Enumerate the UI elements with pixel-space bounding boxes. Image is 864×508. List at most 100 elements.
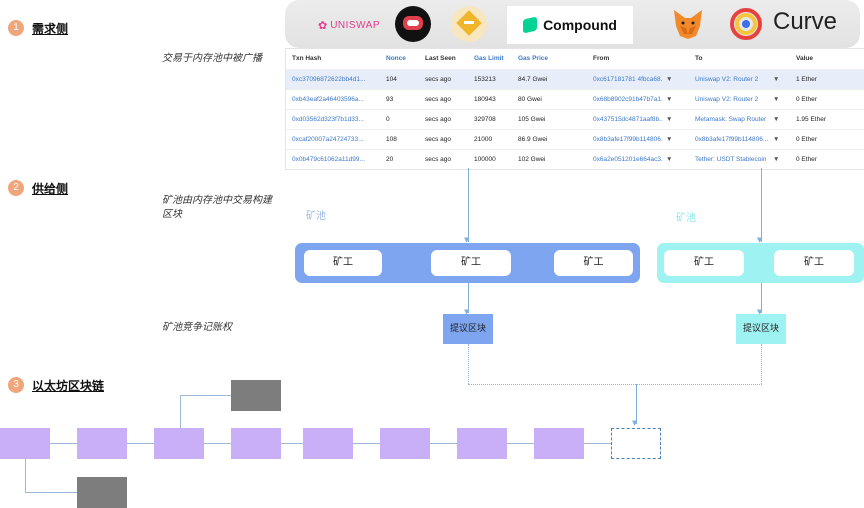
col-header-from: From — [593, 55, 610, 62]
nonce-cell: 104 — [386, 76, 397, 83]
value-cell: 1 Ether — [796, 76, 817, 83]
miner-node: 矿工 — [664, 250, 744, 276]
step-number-1: 1 — [8, 20, 24, 36]
connector-line — [761, 168, 762, 242]
chain-link — [50, 443, 78, 444]
from-address-link[interactable]: 0x8b3afe17f99b114806... — [593, 136, 663, 143]
chain-link — [127, 443, 154, 444]
to-address-link[interactable]: Uniswap V2: Router 2 — [695, 96, 759, 103]
uniswap-logo: ✿ UNISWAP — [309, 14, 389, 36]
from-address-link[interactable]: 0x437515dc4871aaf8b... — [593, 116, 663, 123]
col-header-nonce[interactable]: Nonce — [386, 55, 406, 62]
next-block-placeholder — [611, 428, 661, 459]
from-address-link[interactable]: 0xc617181781 4fbca68... — [593, 76, 663, 83]
filter-icon[interactable]: ▼ — [773, 116, 780, 123]
proposed-block: 提议区块 — [736, 314, 786, 344]
filter-icon[interactable]: ▼ — [773, 76, 780, 83]
mining-pool-1: 矿工 矿工 矿工 — [295, 243, 640, 283]
connector-line — [468, 283, 469, 313]
gas-price-cell: 105 Gwei — [518, 116, 546, 123]
sushi-logo-icon — [395, 6, 431, 42]
connector-line — [761, 283, 762, 313]
txn-hash-link[interactable]: 0xd03562d323f7b1d33... — [292, 116, 364, 123]
maker-logo-icon — [451, 6, 487, 42]
filter-icon[interactable]: ▼ — [666, 76, 673, 83]
chain-link — [25, 492, 77, 493]
chain-link — [180, 395, 231, 396]
chain-block — [534, 428, 584, 459]
filter-icon[interactable]: ▼ — [773, 156, 780, 163]
table-row[interactable]: 0xd03562d323f7b1d33... 0 secs ago 329708… — [286, 109, 864, 129]
txn-hash-link[interactable]: 0xb43eaf2a46403596a... — [292, 96, 364, 103]
metamask-fox-icon — [670, 6, 706, 42]
arrow-down-icon: ▼ — [464, 236, 470, 244]
table-row[interactable]: 0xcaf20007a24724733... 108 secs ago 2100… — [286, 129, 864, 149]
step-number-3: 3 — [8, 377, 24, 393]
chain-block — [303, 428, 353, 459]
gas-limit-cell: 180943 — [474, 96, 496, 103]
filter-icon[interactable]: ▼ — [666, 116, 673, 123]
connector-line — [468, 168, 469, 242]
txn-hash-link[interactable]: 0x0b479c61062a11d99... — [292, 156, 365, 163]
col-header-gas-limit[interactable]: Gas Limit — [474, 55, 504, 62]
nonce-cell: 108 — [386, 136, 397, 143]
gas-price-cell: 102 Gwei — [518, 156, 546, 163]
to-address-link[interactable]: Metamask: Swap Router — [695, 116, 767, 123]
value-cell: 0 Ether — [796, 156, 817, 163]
filter-icon[interactable]: ▼ — [666, 156, 673, 163]
dotted-connector — [468, 384, 762, 385]
col-header-to: To — [695, 55, 703, 62]
chain-block — [231, 428, 281, 459]
miner-node: 矿工 — [554, 250, 633, 276]
chain-block — [0, 428, 50, 459]
last-seen-cell: secs ago — [425, 136, 452, 143]
note-compete-for-block: 矿池竞争记账权 — [162, 322, 232, 333]
value-cell: 0 Ether — [796, 96, 817, 103]
last-seen-cell: secs ago — [425, 76, 452, 83]
curve-rainbow-icon — [730, 8, 762, 40]
chain-link — [25, 459, 26, 492]
chain-link — [353, 443, 380, 444]
mempool-tx-table: Txn Hash Nonce Last Seen Gas Limit Gas P… — [285, 48, 864, 170]
pool-label: 矿池 — [676, 213, 696, 224]
to-address-link[interactable]: Uniswap V2: Router 2 — [695, 76, 759, 83]
section-title-demand: 需求侧 — [32, 22, 69, 36]
proposed-block: 提议区块 — [443, 314, 493, 344]
chain-link — [584, 443, 611, 444]
chain-link — [507, 443, 534, 444]
dotted-connector — [468, 344, 469, 384]
connector-line — [636, 384, 637, 424]
table-row[interactable]: 0x0b479c61062a11d99... 20 secs ago 10000… — [286, 149, 864, 169]
chain-link — [204, 443, 231, 444]
from-address-link[interactable]: 0x68b8902c91b47b7a1... — [593, 96, 663, 103]
gas-price-cell: 86.9 Gwei — [518, 136, 548, 143]
chain-link — [281, 443, 303, 444]
from-address-link[interactable]: 0x6a2e051201e664ac3... — [593, 156, 663, 163]
gas-limit-cell: 153213 — [474, 76, 496, 83]
col-header-gas-price[interactable]: Gas Price — [518, 55, 548, 62]
to-address-link[interactable]: Tether: USDT Stablecoin — [695, 156, 767, 163]
last-seen-cell: secs ago — [425, 116, 452, 123]
value-cell: 1.95 Ether — [796, 116, 826, 123]
chain-link — [180, 395, 181, 428]
txn-hash-link[interactable]: 0xc37096872622bb4d1... — [292, 76, 366, 83]
filter-icon[interactable]: ▼ — [666, 136, 673, 143]
filter-icon[interactable]: ▼ — [773, 96, 780, 103]
gas-price-cell: 84.7 Gwei — [518, 76, 548, 83]
filter-icon[interactable]: ▼ — [666, 96, 673, 103]
to-address-link[interactable]: 0x8b3afe17f99b114806... — [695, 136, 769, 143]
col-header-last-seen: Last Seen — [425, 55, 456, 62]
mining-pool-2: 矿工 矿工 — [657, 243, 864, 283]
note-mempool-broadcast: 交易于内存池中被广播 — [162, 53, 262, 64]
step-number-2: 2 — [8, 180, 24, 196]
gas-limit-cell: 100000 — [474, 156, 496, 163]
value-cell: 0 Ether — [796, 136, 817, 143]
table-row[interactable]: 0xb43eaf2a46403596a... 93 secs ago 18094… — [286, 89, 864, 109]
txn-hash-link[interactable]: 0xcaf20007a24724733... — [292, 136, 364, 143]
unicorn-icon: ✿ — [317, 18, 328, 32]
gas-limit-cell: 329708 — [474, 116, 496, 123]
table-row[interactable]: 0xc37096872622bb4d1... 104 secs ago 1532… — [286, 69, 864, 89]
dapp-logos-panel: ✿ UNISWAP Compound Curve — [285, 0, 860, 48]
nonce-cell: 20 — [386, 156, 394, 163]
filter-icon[interactable]: ▼ — [773, 136, 780, 143]
